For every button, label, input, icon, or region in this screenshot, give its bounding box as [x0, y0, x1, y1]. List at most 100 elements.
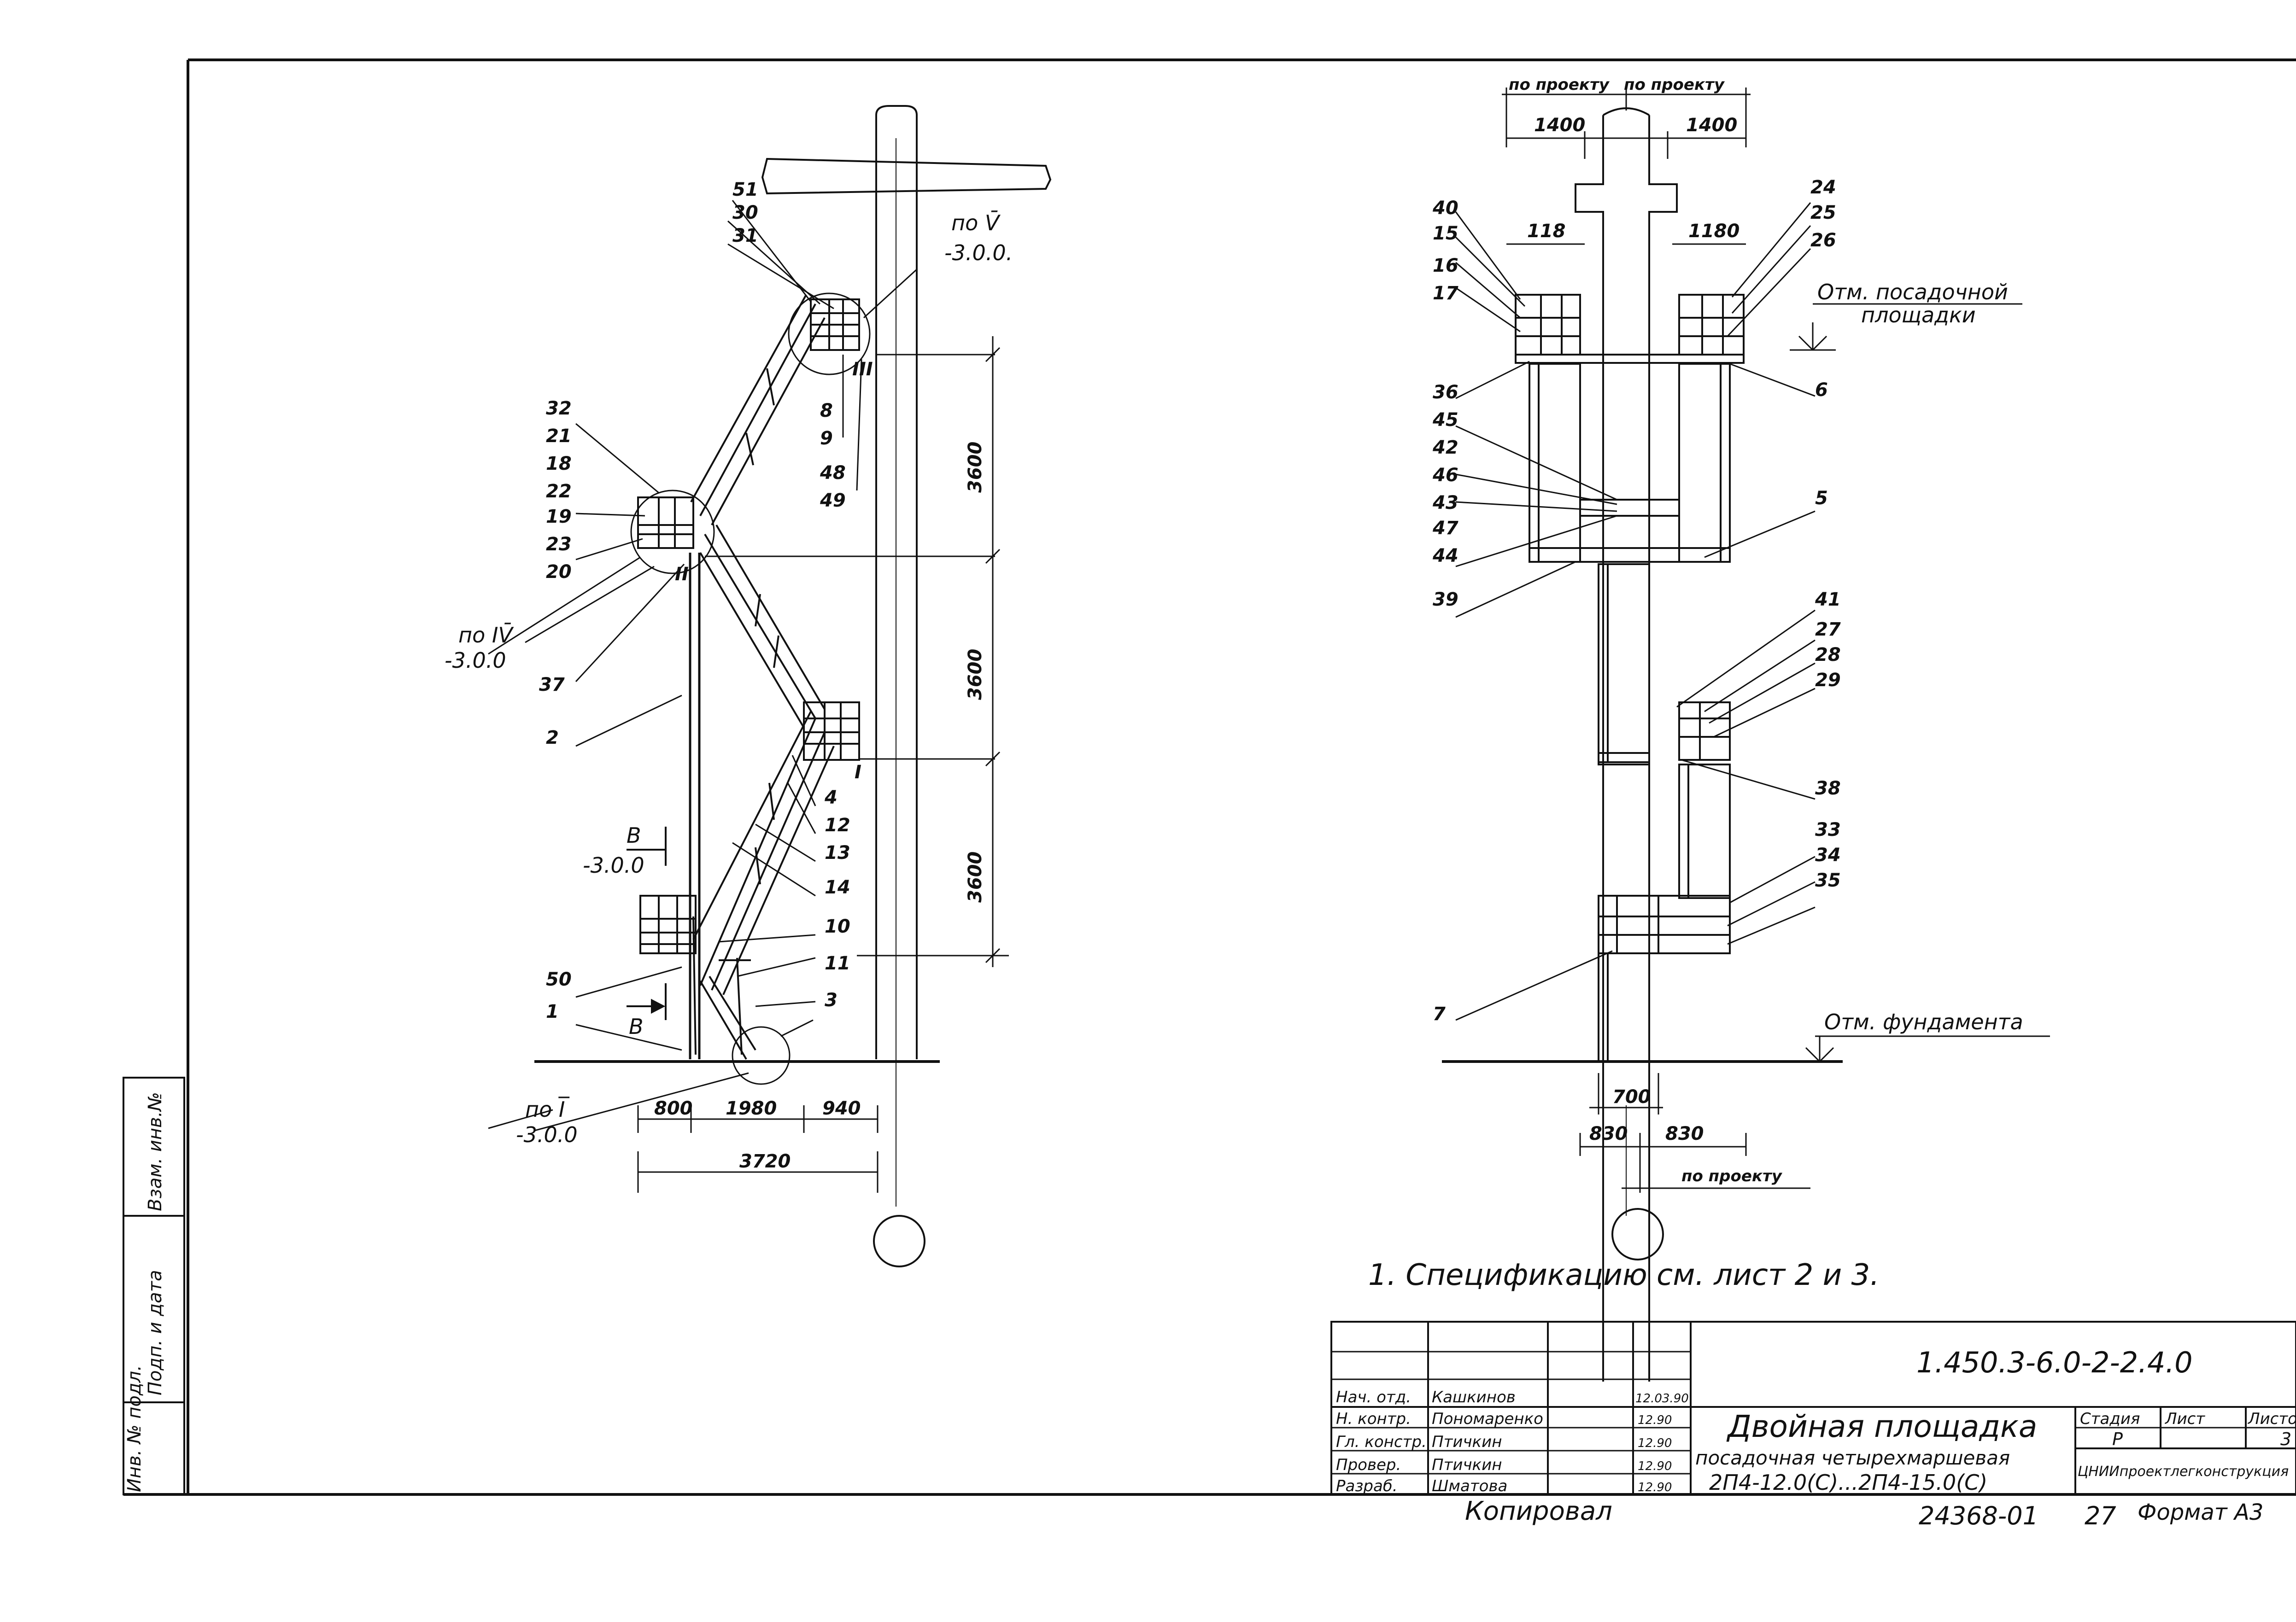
dim-830-left: 830 — [1589, 1123, 1628, 1144]
dim-proj-left: по проекту — [1509, 76, 1610, 94]
side-replace-inv: Взам. инв.№ — [145, 1092, 166, 1211]
dim-940: 940 — [822, 1098, 861, 1119]
bottom-dimensions-left — [637, 1105, 879, 1193]
leaders-left — [488, 200, 918, 1132]
top-dimensions-right — [1502, 88, 1751, 245]
axis-bubble-left — [873, 1215, 925, 1267]
title-block: 1.450.3-6.0-2-2.4.0 Нач. отд. Н. контр. … — [1336, 1346, 2296, 1530]
dimension-texts: 800 1980 940 3720 3600 3600 3600 по прое… — [654, 76, 1783, 1185]
callout-40: 40 — [1432, 198, 1458, 219]
side-stamp — [123, 1077, 185, 1495]
page-number: 27 — [2085, 1501, 2116, 1530]
dim-3600-top: 3600 — [965, 442, 986, 493]
callout-4: 4 — [824, 787, 838, 808]
axis-bubble-right — [1611, 1208, 1664, 1260]
side-stamp-text: Взам. инв.№ Подп. и дата Инв. № подл. — [124, 1092, 166, 1492]
section-references: по V̄ -3.0.0. по IV̄ -3.0.0 В -3.0.0 В п… — [445, 210, 1013, 1147]
dim-3600-mid: 3600 — [965, 649, 986, 700]
detail-circle-i — [732, 1026, 791, 1085]
ref-v: по V̄ — [951, 210, 1001, 235]
ref-b-sheet: -3.0.0 — [583, 853, 644, 878]
dim-3600-low: 3600 — [965, 852, 986, 903]
callout-31: 31 — [732, 225, 758, 246]
callout-1: 1 — [546, 1001, 559, 1022]
callout-6: 6 — [1815, 379, 1828, 401]
callout-29: 29 — [1815, 670, 1841, 691]
ref-b: В — [627, 823, 641, 848]
dim-700: 700 — [1612, 1086, 1651, 1108]
callout-21: 21 — [546, 426, 572, 447]
stage-header: Стадия — [2080, 1410, 2140, 1428]
ref-i: по I̅ — [525, 1097, 570, 1122]
side-inv-orig: Инв. № подл. — [124, 1365, 145, 1492]
landing-upper-left — [630, 490, 715, 574]
callout-36: 36 — [1433, 382, 1458, 403]
title-block-grid — [1330, 1321, 2296, 1495]
callout-26: 26 — [1810, 230, 1836, 251]
callout-42: 42 — [1432, 437, 1458, 458]
roman-mark-iii: III — [852, 359, 873, 380]
dim-1980: 1980 — [726, 1098, 777, 1119]
role-4: Разраб. — [1336, 1477, 1398, 1495]
name-1: Пономаренко — [1432, 1410, 1543, 1428]
callout-43: 43 — [1432, 492, 1458, 513]
callout-39: 39 — [1433, 589, 1458, 610]
ref-i-sheet: -3.0.0 — [516, 1122, 578, 1147]
callout-33: 33 — [1815, 819, 1841, 840]
callouts-left: 51 30 31 32 21 18 22 19 23 20 8 9 48 49 … — [539, 179, 850, 1022]
callout-28: 28 — [1815, 644, 1841, 665]
title-line-1: Двойная площадка — [1726, 1409, 2037, 1444]
dim-proj-bottom: по проекту — [1681, 1167, 1783, 1185]
date-2: 12.90 — [1638, 1436, 1672, 1450]
callout-50: 50 — [546, 969, 572, 990]
role-1: Н. контр. — [1336, 1410, 1411, 1428]
callout-48: 48 — [820, 462, 846, 484]
landing-mid-right — [803, 701, 860, 761]
ref-iv-sheet: -3.0.0 — [445, 648, 506, 673]
column-top-right — [1602, 107, 1650, 116]
name-3: Птичкин — [1432, 1456, 1502, 1474]
dim-1400-right: 1400 — [1686, 115, 1737, 136]
callout-37: 37 — [539, 674, 565, 695]
dim-1180: 1180 — [1688, 221, 1740, 242]
callout-12: 12 — [825, 815, 850, 836]
callout-7: 7 — [1433, 1004, 1446, 1025]
dim-proj-right: по проекту — [1624, 76, 1725, 94]
sheets-value: 3 — [2280, 1429, 2291, 1449]
callout-49: 49 — [820, 490, 846, 511]
stair-flights — [690, 294, 835, 1060]
callout-44: 44 — [1432, 545, 1458, 566]
callout-11: 11 — [825, 953, 850, 974]
elev-landing: Отм. посадочной — [1817, 280, 2008, 304]
date-0: 12.03.90 — [1635, 1392, 1689, 1406]
sheets-header: Листов — [2247, 1410, 2296, 1428]
callout-10: 10 — [825, 916, 850, 937]
bottom-dimensions-right — [1579, 1073, 1810, 1193]
right-elevation-view — [1442, 88, 2050, 1382]
column-top — [875, 105, 918, 138]
name-4: Шматова — [1432, 1477, 1507, 1495]
copied-by: Копировал — [1465, 1496, 1612, 1526]
callouts-right: 40 15 16 17 24 25 26 36 45 42 46 43 47 4… — [1432, 177, 1841, 1025]
format-label: Формат А3 — [2138, 1499, 2263, 1525]
inventory-code: 24368-01 — [1919, 1501, 2038, 1530]
callout-8: 8 — [820, 400, 833, 421]
dim-3720: 3720 — [739, 1151, 791, 1172]
detail-circle-v — [788, 292, 871, 375]
elev-landing-2: площадки — [1861, 303, 1976, 327]
callout-24: 24 — [1810, 177, 1836, 198]
sheet-header: Лист — [2164, 1410, 2205, 1428]
roman-mark-ii: II — [675, 564, 689, 585]
dim-118: 118 — [1527, 221, 1566, 242]
title-line-3: 2П4-12.0(С)...2П4-15.0(С) — [1709, 1470, 1987, 1495]
ref-iv: по IV̄ — [458, 623, 514, 648]
callout-3: 3 — [825, 990, 838, 1011]
leaders-right — [1455, 202, 1816, 1021]
callout-46: 46 — [1432, 465, 1458, 486]
section-arrows-b — [627, 827, 667, 1020]
organization: ЦНИИпроектлегконструкция — [2078, 1464, 2289, 1480]
roman-mark-i: I — [855, 762, 861, 783]
upper-flights-right — [1529, 363, 1731, 563]
